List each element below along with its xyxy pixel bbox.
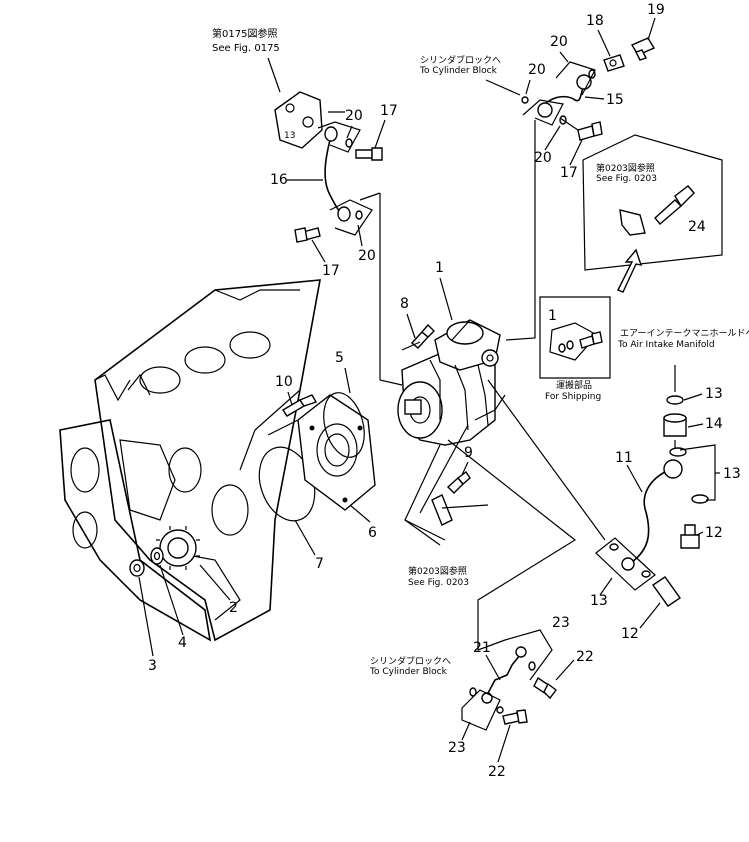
pipe-16 <box>324 126 351 222</box>
pipe-21 <box>481 646 527 704</box>
callout-16: 16 <box>270 172 288 188</box>
callout-4: 4 <box>178 635 187 651</box>
callout-5: 5 <box>335 350 344 366</box>
bolt-12-bottom <box>652 576 681 607</box>
reference-cylinder-block-bottom: シリンダブロックへ To Cylinder Block <box>369 655 451 677</box>
air-compressor <box>397 319 506 446</box>
callout-11: 11 <box>615 450 633 466</box>
callout-17-right: 17 <box>560 165 578 181</box>
ref-cyl-block-top-en: To Cylinder Block <box>419 66 498 76</box>
callout-20-left: 20 <box>358 248 376 264</box>
callout-22-b: 22 <box>488 764 506 780</box>
reference-air-intake: エアーインテークマニホールドへ To Air Intake Manifold <box>617 328 749 350</box>
washer <box>150 547 164 565</box>
callout-13-right: 13 <box>723 466 741 482</box>
reference-shipping: 運搬部品 For Shipping <box>545 379 601 402</box>
pipe-15 <box>537 74 592 118</box>
ref-fig0203-mid-en: See Fig. 0203 <box>408 578 469 588</box>
ref-fig0175-en: See Fig. 0175 <box>212 43 280 54</box>
ref-fig0203-top-en: See Fig. 0203 <box>596 174 657 184</box>
callout-2: 2 <box>229 600 238 616</box>
callout-20-upper: 20 <box>345 108 363 124</box>
callout-22-a: 22 <box>576 649 594 665</box>
washer-20-upper-a <box>345 138 353 148</box>
washer-13-bottom-a <box>609 543 619 551</box>
reference-fig-0175: 第0175図参照 See Fig. 0175 <box>212 27 281 93</box>
fitting-marking: 13 <box>284 131 295 141</box>
engine-block <box>59 279 321 642</box>
reference-cylinder-block-top: シリンダブロックへ To Cylinder Block <box>419 54 501 76</box>
washer-23-b <box>469 687 477 697</box>
indicator-arrow <box>617 248 643 293</box>
bolt-22-a <box>533 676 557 700</box>
nut <box>129 559 145 577</box>
cylinder-head-fitting: 13 <box>274 91 323 149</box>
ref-shipping-jp: 運搬部品 <box>556 379 592 391</box>
washer-13-bottom-b <box>641 570 651 578</box>
callout-12-bottom: 12 <box>621 626 639 642</box>
callout-9: 9 <box>464 445 473 461</box>
callouts: 1 1 2 3 4 5 6 7 8 9 10 11 12 12 13 13 13… <box>138 2 741 780</box>
fig-0203-detail-box <box>582 134 723 271</box>
callout-20-top-left: 20 <box>528 62 546 78</box>
washer-23-a <box>528 661 536 671</box>
washer-20-upper-b <box>355 210 363 220</box>
callout-1-shipping: 1 <box>548 308 557 324</box>
washer-23-c <box>496 706 504 714</box>
flange-housing <box>297 394 376 511</box>
ref-cyl-block-bot-en: To Cylinder Block <box>369 667 448 677</box>
bolt-22-b <box>502 709 528 725</box>
pipe-11 <box>621 459 683 571</box>
callout-20-right: 20 <box>534 150 552 166</box>
callout-21: 21 <box>473 640 491 656</box>
callout-1: 1 <box>435 260 444 276</box>
bolt-9 <box>446 470 471 494</box>
ref-fig0203-top-jp: 第0203図参照 <box>596 162 655 174</box>
bolt-17-upper <box>355 147 383 161</box>
ref-cyl-block-bot-jp: シリンダブロックへ <box>370 655 451 667</box>
callout-23-b: 23 <box>448 740 466 756</box>
callout-17-upper: 17 <box>380 103 398 119</box>
ref-fig0175-jp: 第0175図参照 <box>212 27 277 40</box>
callout-15: 15 <box>606 92 624 108</box>
callout-3: 3 <box>148 658 157 674</box>
callout-7: 7 <box>315 556 324 572</box>
mounting-bracket <box>431 494 453 526</box>
callout-24: 24 <box>688 219 706 235</box>
washer-13-top <box>666 395 684 405</box>
callout-12-right: 12 <box>705 525 723 541</box>
callout-14: 14 <box>705 416 723 432</box>
reference-fig-0203-top: 第0203図参照 See Fig. 0203 <box>596 162 657 184</box>
callout-20-top: 20 <box>550 34 568 50</box>
ref-shipping-en: For Shipping <box>545 392 601 402</box>
callout-6: 6 <box>368 525 377 541</box>
union-14 <box>663 413 687 437</box>
callout-13-top: 13 <box>705 386 723 402</box>
bolt-12-right <box>680 524 700 549</box>
drive-gear <box>156 526 200 570</box>
bolt-10 <box>282 394 318 417</box>
ref-fig0203-mid-jp: 第0203図参照 <box>408 565 467 577</box>
nipple-19 <box>630 37 656 61</box>
ref-air-intake-en: To Air Intake Manifold <box>617 340 715 350</box>
callout-13-bottom: 13 <box>590 593 608 609</box>
reference-fig-0203-mid: 第0203図参照 See Fig. 0203 <box>404 519 469 588</box>
callout-19: 19 <box>647 2 665 18</box>
callout-23-a: 23 <box>552 615 570 631</box>
o-ring-flange <box>323 392 365 458</box>
bolt-17-left <box>294 227 321 243</box>
ref-cyl-block-top-jp: シリンダブロックへ <box>420 54 501 66</box>
connector-18 <box>603 54 625 72</box>
callout-8: 8 <box>400 296 409 312</box>
shipping-parts-box <box>539 296 611 379</box>
callout-17-left: 17 <box>322 263 340 279</box>
washer-20-right-c <box>521 96 529 104</box>
ref-air-intake-jp: エアーインテークマニホールドへ <box>620 328 749 339</box>
bolt-17-right <box>577 121 603 141</box>
callout-10: 10 <box>275 374 293 390</box>
callout-18: 18 <box>586 13 604 29</box>
washer-13-low <box>691 494 709 504</box>
